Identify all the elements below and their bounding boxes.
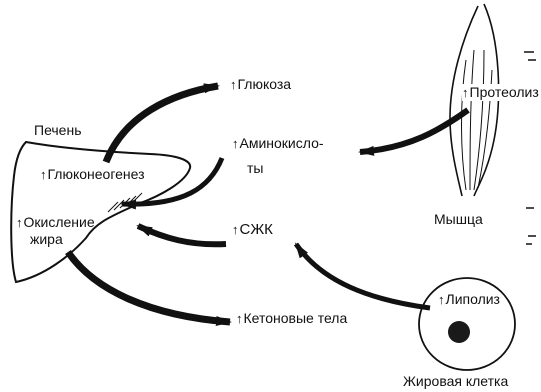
liver-label: Печень [34, 122, 82, 138]
fat-cell-label: Жировая клетка [403, 373, 509, 389]
proteolysis-label: ↑Протеолиз [462, 84, 539, 101]
arrow-amino-acids-to-liver [120, 157, 225, 210]
increase-arrow-icon: ↑ [462, 85, 469, 100]
gluconeogenesis-label: ↑Глюконеогенез [40, 166, 145, 182]
muscle-label: Мышца [434, 211, 483, 227]
ketone-bodies-label: ↑Кетоновые тела [236, 310, 348, 326]
arrow-ffa-to-liver [136, 223, 227, 248]
arrow-proteolysis-to-amino-acids [358, 107, 470, 156]
increase-arrow-icon: ↑ [232, 136, 239, 151]
glucose-label: ↑Глюкоза [230, 76, 292, 92]
fat-cell-membrane [418, 277, 516, 371]
increase-arrow-icon: ↑ [16, 215, 23, 230]
arrow-fat-oxidation-to-ketone-bodies [65, 249, 232, 326]
amino-acids-label: ↑Аминокисло- [232, 135, 324, 151]
edge-marks [524, 51, 536, 245]
fat-oxidation-label: ↑Окисление [16, 214, 95, 230]
amino-acids-label-line2: ты [247, 160, 264, 176]
increase-arrow-icon: ↑ [40, 167, 47, 182]
increase-arrow-icon: ↑ [232, 222, 239, 237]
lipolysis-label: ↑Липолиз [438, 291, 500, 307]
increase-arrow-icon: ↑ [236, 311, 243, 326]
ffa-label: ↑СЖК [232, 221, 273, 238]
increase-arrow-icon: ↑ [438, 292, 445, 307]
fat-cell-nucleus [448, 321, 470, 343]
arrow-lipolysis-to-ffa [293, 242, 431, 311]
liver-shape [10, 140, 192, 284]
muscle-shape [449, 3, 500, 197]
arrow-gluconeogenesis-to-glucose [102, 82, 220, 164]
increase-arrow-icon: ↑ [230, 77, 237, 92]
fat-oxidation-label-line2: жира [30, 231, 63, 247]
